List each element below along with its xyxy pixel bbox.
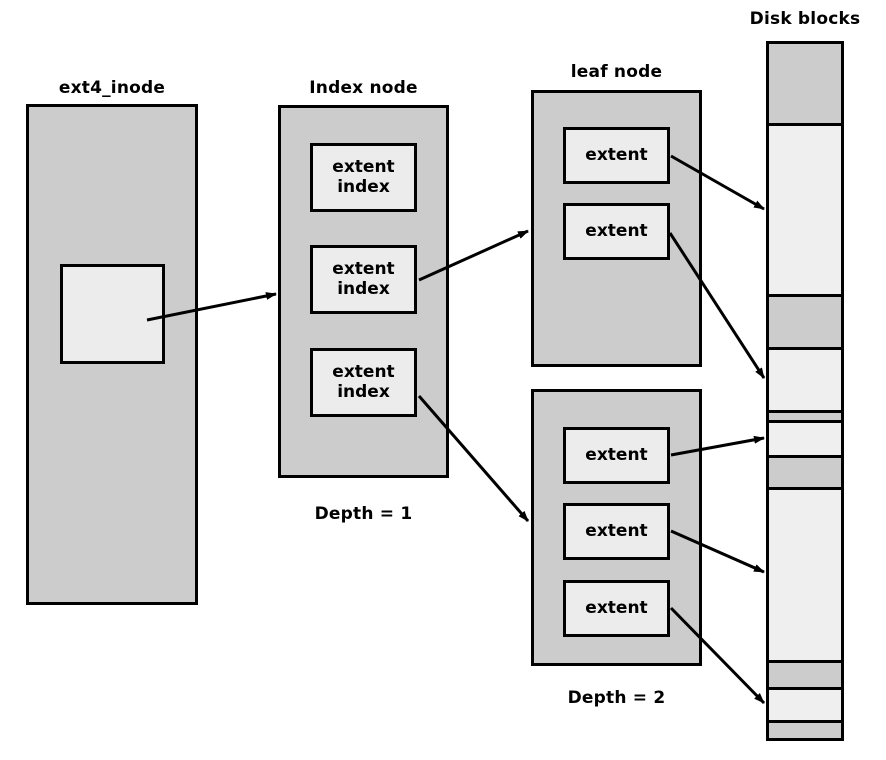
disk-block-segment-4-used <box>766 350 844 413</box>
ext4-inode-title: ext4_inode <box>58 78 166 98</box>
leaf1-extent-1: extent <box>563 127 670 184</box>
leaf1-extent-2: extent <box>563 203 670 260</box>
disk-block-segment-1-free <box>766 41 844 126</box>
leaf1-extent-1-label: extent <box>585 144 648 165</box>
extent-index-2-line1: extent <box>332 259 395 280</box>
leaf2-extent-1: extent <box>563 427 670 484</box>
leaf2-extent-1-label: extent <box>585 444 648 465</box>
disk-blocks-title: Disk blocks <box>749 9 861 29</box>
extent-index-2: extent index <box>310 245 417 314</box>
leaf2-extent-2: extent <box>563 503 670 560</box>
extent-index-3: extent index <box>310 348 417 417</box>
index-node-title: Index node <box>309 78 418 98</box>
leaf-node-title: leaf node <box>570 62 663 82</box>
disk-block-segment-7-free <box>766 458 844 490</box>
leaf2-extent-3: extent <box>563 580 670 637</box>
extent-index-3-line2: index <box>337 381 390 402</box>
disk-block-segment-2-used <box>766 126 844 297</box>
extent-index-1-line2: index <box>337 176 390 197</box>
leaf2-extent-3-label: extent <box>585 597 648 618</box>
extent-index-2-line2: index <box>337 278 390 299</box>
disk-block-segment-6-used <box>766 423 844 458</box>
disk-block-segment-3-free <box>766 297 844 350</box>
disk-block-segment-11-free <box>766 723 844 741</box>
disk-block-segment-8-used <box>766 490 844 663</box>
extent-index-1-line1: extent <box>332 157 395 178</box>
disk-block-segment-5-free <box>766 413 844 423</box>
extent-index-3-line1: extent <box>332 362 395 383</box>
disk-block-segment-10-used <box>766 690 844 723</box>
depth-1-label: Depth = 1 <box>314 504 413 524</box>
ext4-inode-extent-header-slot <box>60 264 165 364</box>
depth-2-label: Depth = 2 <box>567 688 666 708</box>
disk-block-segment-9-free <box>766 663 844 690</box>
extent-index-1: extent index <box>310 143 417 212</box>
leaf1-extent-2-label: extent <box>585 220 648 241</box>
leaf2-extent-2-label: extent <box>585 520 648 541</box>
